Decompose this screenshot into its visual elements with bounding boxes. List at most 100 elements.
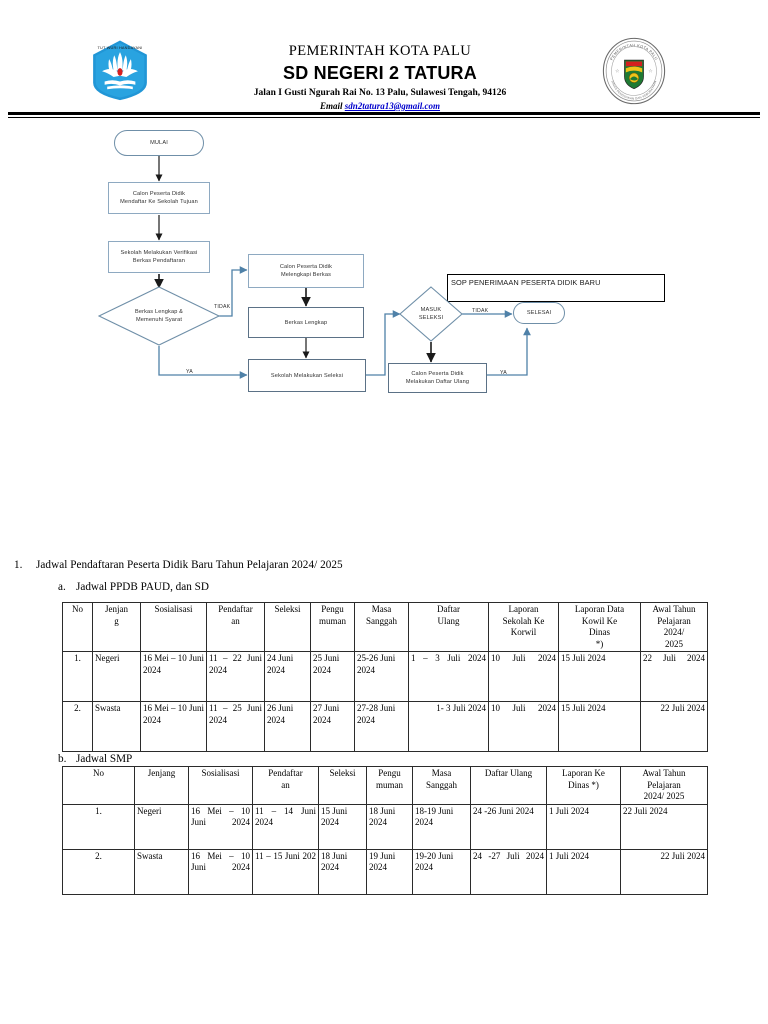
table-row: 1. Negeri 16 Mei – 10 Juni 2024 11 – 14 …	[62, 803, 708, 850]
th-seleksi: Seleksi	[264, 602, 311, 652]
cell-jenjang: Swasta	[92, 701, 141, 752]
flow-edge-label-ya-1: YA	[186, 369, 193, 375]
cell-pengumuman: 25 Juni 2024	[310, 651, 355, 702]
email-link[interactable]: sdn2tatura13@gmail.com	[344, 101, 441, 111]
flow-node-complete-documents-line2: Melengkapi Berkas	[280, 272, 332, 278]
cell-jenjang: Negeri	[92, 651, 141, 702]
cell-sosialisasi: 16 Mei – 10 Juni 2024	[188, 803, 253, 850]
th-no: No	[62, 766, 135, 805]
school-name: SD NEGERI 2 TATURA	[283, 63, 477, 83]
cell-laporan-sekolah: 10 Juli 2024	[488, 701, 559, 752]
cell-no: 2.	[62, 701, 93, 752]
cell-pendaftaran: 11 – 14 Juni 2024	[252, 803, 319, 850]
flow-edge-label-ya-2: YA	[500, 370, 507, 376]
cell-pengumuman: 27 Juni 2024	[310, 701, 355, 752]
th-seleksi: Seleksi	[318, 766, 367, 805]
cell-daftar-ulang: 24 -26 Juni 2024	[470, 803, 547, 850]
cell-laporan-data: 15 Juli 2024	[558, 651, 641, 702]
cell-laporan-sekolah: 10 Juli 2024	[488, 651, 559, 702]
th-jenjang: Jenjang	[134, 766, 189, 805]
tut-wuri-handayani-logo: TUT WURI HANDAYANI	[88, 38, 152, 102]
cell-laporan-data: 15 Juli 2024	[558, 701, 641, 752]
cell-pendaftaran: 11 – 25 Juni 2024	[206, 701, 265, 752]
email-label: Email	[319, 101, 343, 111]
cell-pendaftaran: 11 – 15 Juni 202	[252, 848, 319, 895]
sop-title-box: SOP PENERIMAAN PESERTA DIDIK BARU	[447, 274, 665, 302]
cell-masa-sanggah: 18-19 Juni 2024	[412, 803, 471, 850]
flow-node-start: MULAI	[114, 130, 204, 156]
th-sosialisasi: Sosialisasi	[140, 602, 207, 652]
cell-seleksi: 24 Juni 2024	[264, 651, 311, 702]
cell-seleksi: 18 Juni 2024	[318, 848, 367, 895]
cell-masa-sanggah: 19-20 Juni 2024	[412, 848, 471, 895]
letterhead: TUT WURI HANDAYANI PEMERINTAH KOTA PALU …	[0, 0, 768, 118]
cell-jenjang: Swasta	[134, 848, 189, 895]
table-row: 1. Negeri 16 Mei – 10 Juni 2024 11 – 22 …	[62, 651, 708, 702]
flow-edge-label-tidak-1: TIDAK	[214, 304, 231, 310]
cell-sosialisasi: 16 Mei – 10 Juni 2024	[140, 651, 207, 702]
header-rule-thin	[8, 117, 760, 118]
th-daftar-ulang: Daftar Ulang	[470, 766, 547, 805]
flow-decision-pass-selection: MASUK SELEKSI	[399, 286, 463, 342]
flow-node-school-selection-label: Sekolah Melakukan Seleksi	[270, 372, 344, 379]
cell-pengumuman: 19 Juni 2024	[366, 848, 413, 895]
flow-node-re-register: Calon Peserta Didik Melakukan Daftar Ula…	[388, 363, 487, 393]
flow-node-verify: Sekolah Melakukan Verifikasi Berkas Pend…	[108, 241, 210, 273]
svg-text:PEMERINTAH KOTA PALU: PEMERINTAH KOTA PALU	[610, 44, 659, 62]
flow-node-complete-documents: Calon Peserta Didik Melengkapi Berkas	[248, 254, 364, 288]
list-item-a: a.Jadwal PPDB PAUD, dan SD	[58, 580, 209, 595]
cell-no: 2.	[62, 848, 135, 895]
flow-edge-label-tidak-2: TIDAK	[472, 308, 489, 314]
svg-text:TUT WURI HANDAYANI: TUT WURI HANDAYANI	[98, 46, 143, 50]
cell-daftar-ulang: 1- 3 Juli 2024	[408, 701, 489, 752]
flow-decision-documents-complete: Berkas Lengkap & Memenuhi Syarat	[98, 286, 220, 346]
flow-decision-documents-line2: Memenuhi Syarat	[135, 317, 183, 323]
cell-daftar-ulang: 1 – 3 Juli 2024	[408, 651, 489, 702]
cell-masa-sanggah: 25-26 Juni 2024	[354, 651, 409, 702]
flow-node-end: SELESAI	[513, 302, 565, 324]
list-item-1: 1.Jadwal Pendaftaran Peserta Didik Baru …	[14, 558, 343, 573]
flow-node-school-selection: Sekolah Melakukan Seleksi	[248, 359, 366, 392]
flow-node-documents-complete: Berkas Lengkap	[248, 307, 364, 338]
flow-node-re-register-line2: Melakukan Daftar Ulang	[405, 379, 470, 385]
government-line: PEMERINTAH KOTA PALU	[288, 43, 472, 59]
letterhead-text-block: PEMERINTAH KOTA PALU SD NEGERI 2 TATURA …	[170, 42, 590, 112]
cell-awal-tahun: 22 Juli 2024	[620, 803, 708, 850]
table-row: 2. Swasta 16 Mei – 10 Juni 2024 11 – 15 …	[62, 848, 708, 895]
flowchart: SOP PENERIMAAN PESERTA DIDIK BARU MULAI …	[0, 118, 768, 418]
cell-laporan-dinas: 1 Juli 2024	[546, 848, 621, 895]
flow-decision-pass-line2: SELEKSI	[418, 315, 444, 321]
cell-laporan-dinas: 1 Juli 2024	[546, 803, 621, 850]
flow-node-verify-line1: Sekolah Melakukan Verifikasi	[120, 250, 198, 256]
list-item-b: b. Jadwal SMP	[58, 752, 132, 767]
cell-pendaftaran: 11 – 22 Juni 2024	[206, 651, 265, 702]
cell-masa-sanggah: 27-28 Juni 2024	[354, 701, 409, 752]
cell-seleksi: 15 Juni 2024	[318, 803, 367, 850]
header-rule-thick	[8, 112, 760, 115]
list-item-b-text: Jadwal SMP	[76, 753, 133, 765]
flow-node-register-line1: Calon Peserta Didik	[132, 191, 186, 197]
flow-decision-pass-line1: MASUK	[420, 307, 442, 313]
cell-awal-tahun: 22 Juli 2024	[620, 848, 708, 895]
list-item-b-number: b.	[58, 753, 67, 765]
svg-text:☆: ☆	[615, 68, 620, 74]
th-sosialisasi: Sosialisasi	[188, 766, 253, 805]
th-no: No	[62, 602, 93, 652]
flow-node-start-label: MULAI	[150, 140, 168, 146]
flow-node-documents-complete-label: Berkas Lengkap	[284, 319, 328, 326]
